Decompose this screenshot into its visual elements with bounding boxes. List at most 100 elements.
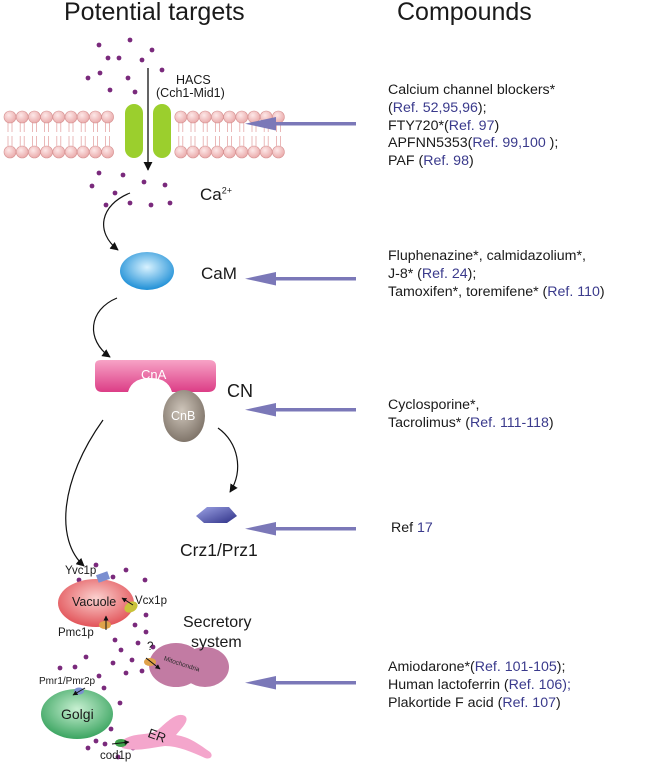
compound-line: Fluphenazine*, calmidazolium*, xyxy=(388,248,605,266)
compound-line: PAF (Ref. 98) xyxy=(388,153,558,171)
cnb-subunit xyxy=(163,390,205,442)
pmr1p-label: Pmr1/Pmr2p xyxy=(39,676,96,687)
calcium-ion xyxy=(143,629,149,635)
cod1p-label: cod1p xyxy=(100,750,132,762)
compound-text: ); xyxy=(467,265,477,282)
calcium-ion xyxy=(148,202,154,208)
calcium-ion xyxy=(112,637,118,643)
yvc1p-label: Yvc1p xyxy=(65,565,97,577)
vacuole-label: Vacuole xyxy=(72,595,117,609)
calcium-ion xyxy=(127,37,133,43)
calcium-ion xyxy=(150,644,156,650)
membrane-lipid-head xyxy=(272,145,285,159)
calcium-ion xyxy=(132,622,138,628)
membrane-lipid-head xyxy=(186,110,200,124)
membrane-lipid-head xyxy=(28,145,41,159)
compound-text: Ref xyxy=(391,520,418,536)
calcium-ion xyxy=(167,200,173,206)
compound-arrow-cam xyxy=(245,272,356,286)
compound-text: ); xyxy=(477,99,487,116)
calcium-ion xyxy=(96,673,102,679)
calcium-ion xyxy=(97,70,103,76)
membrane-lipid-head xyxy=(174,110,188,124)
reference-text: ); xyxy=(562,676,571,693)
calcium-ion xyxy=(93,738,99,744)
vcx1p-transporter xyxy=(124,601,138,613)
membrane-lipid-head xyxy=(15,110,29,124)
membrane-lipid-head xyxy=(235,110,249,124)
endoplasmic-reticulum xyxy=(120,714,212,759)
compound-text: ); xyxy=(545,135,559,152)
calcium-ion xyxy=(139,57,145,63)
compound-line: Ref 17 xyxy=(391,520,433,538)
calcium-ion xyxy=(143,612,149,618)
calcium-ion xyxy=(93,562,99,568)
vacuole xyxy=(58,579,134,627)
membrane-lipid-head xyxy=(198,110,212,124)
golgi xyxy=(41,689,113,739)
membrane-lipid-head xyxy=(40,145,53,159)
calcium-ion xyxy=(132,89,138,95)
membrane-lipid-head xyxy=(259,145,273,159)
hacs-channel xyxy=(125,104,171,158)
compound-text: Tamoxifen*, toremifene* ( xyxy=(388,283,548,300)
compound-text: ( xyxy=(388,99,393,116)
reference-text: Ref. 24 xyxy=(421,265,468,282)
golgi-label: Golgi xyxy=(61,706,94,722)
pmc1p-pump xyxy=(99,621,111,629)
membrane-lipid-head xyxy=(15,145,29,159)
calcium-ion xyxy=(89,183,95,189)
membrane-lipid-head xyxy=(174,145,188,159)
membrane-lipid-head xyxy=(3,145,17,159)
compound-text: Plakortide F acid ( xyxy=(388,694,503,711)
calcium-ion xyxy=(139,668,145,674)
compounds-crz-reference: Ref 17 xyxy=(391,520,433,538)
hacs-sub-label: (Cch1-Mid1) xyxy=(156,86,225,100)
cn-label: CN xyxy=(227,381,253,401)
mitochondria xyxy=(149,643,229,687)
calcium-ion xyxy=(85,745,91,751)
reference-text: Ref. 106 xyxy=(508,676,563,693)
calcium-ion xyxy=(85,75,91,81)
reference-text: Ref. 52,95,96 xyxy=(392,99,478,116)
membrane-lipid-head xyxy=(211,145,224,159)
compound-text: Calcium channel blockers* xyxy=(388,82,556,98)
membrane-lipid-head xyxy=(76,145,90,159)
crz-label: Crz1/Prz1 xyxy=(180,540,258,560)
calcium-ion xyxy=(110,660,116,666)
membrane-lipid-head xyxy=(76,110,90,124)
calcium-ion xyxy=(72,664,78,670)
calcium-ion xyxy=(105,55,111,61)
calcium-ion xyxy=(83,654,89,660)
compounds-channel-blockers: Calcium channel blockers*(Ref. 52,95,96)… xyxy=(388,82,558,171)
hacs-label: HACS xyxy=(176,73,211,87)
reference-text: Ref. 111-118 xyxy=(470,414,549,431)
compounds-secretory: Amiodarone*(Ref. 101-105);Human lactofer… xyxy=(388,659,571,712)
cell-membrane xyxy=(3,110,285,159)
calcium-ion xyxy=(162,182,168,188)
compound-text: ) xyxy=(599,283,605,300)
calcium-ion xyxy=(123,567,129,573)
pmr1p-arrow xyxy=(72,687,86,696)
compound-text: Tacrolimus* ( xyxy=(388,414,470,431)
calcium-ion xyxy=(112,190,118,196)
ca-to-cam-arrow xyxy=(103,192,131,251)
compound-text: Fluphenazine*, calmidazolium*, xyxy=(388,248,586,264)
reference-text: Ref. 99,100 xyxy=(472,135,546,152)
membrane-lipid-head xyxy=(89,110,102,124)
calcium-ion xyxy=(149,47,155,53)
compound-line: FTY720*(Ref. 97) xyxy=(388,118,558,136)
calcium-ion xyxy=(123,670,129,676)
calcium-ion xyxy=(142,577,148,583)
compound-arrows xyxy=(245,117,356,690)
reference-text: Ref. 98 xyxy=(423,153,469,170)
membrane-lipid-head xyxy=(247,145,261,159)
compound-text: ) xyxy=(548,414,554,431)
question-mark: ? xyxy=(147,641,154,653)
secretory-label: Secretory xyxy=(183,614,252,631)
compounds-cn-inhibitors: Cyclosporine*,Tacrolimus* (Ref. 111-118) xyxy=(388,397,554,433)
reference-text: Ref. 101-105 xyxy=(474,659,557,675)
compound-text: J-8* ( xyxy=(388,265,422,282)
